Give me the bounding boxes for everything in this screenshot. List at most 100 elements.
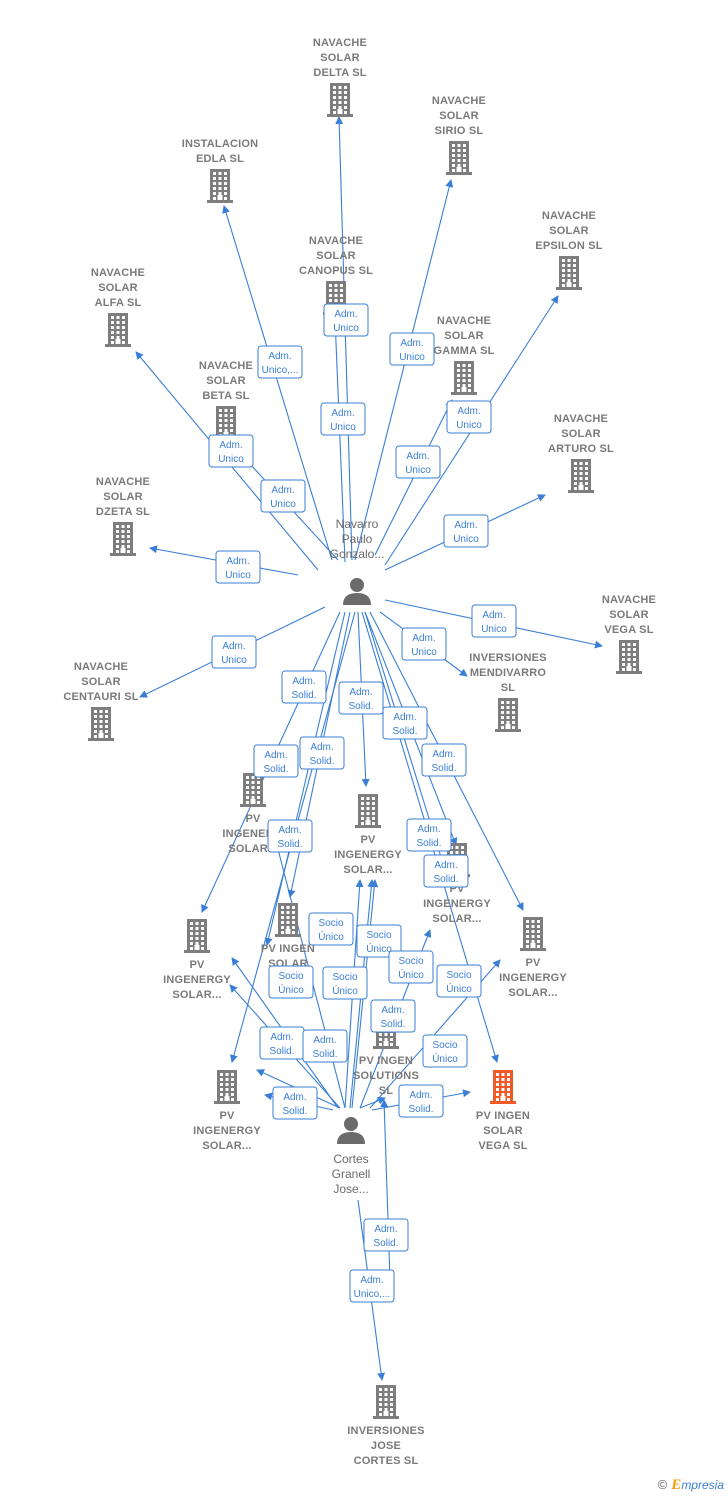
brand-name: mpresia — [681, 1478, 724, 1492]
edge-label-7[interactable]: Adm.Unico — [260, 479, 306, 513]
edge-label-text: Adm. — [334, 309, 357, 320]
edge-label-31[interactable]: Adm.Solid. — [302, 1029, 348, 1063]
edge-label-30[interactable]: Adm.Solid. — [259, 1026, 305, 1060]
company-node-pvi4[interactable]: PVINGENERGYSOLAR... — [163, 919, 231, 1001]
company-label-line: SOLAR — [549, 225, 589, 237]
person-label-line: Granell — [332, 1167, 371, 1181]
edge-label-17[interactable]: Adm.Solid. — [299, 736, 345, 770]
edge-label-9[interactable]: Adm.Unico — [215, 550, 261, 584]
edge-label-text: Unico — [481, 624, 507, 635]
edge-label-4[interactable]: Adm.Unico — [395, 445, 441, 479]
edge-label-21[interactable]: Adm.Solid. — [423, 854, 469, 888]
edge-label-11[interactable]: Adm.Unico — [401, 627, 447, 661]
company-node-pvi1[interactable]: PVINGENERGYSOLAR... — [334, 794, 402, 876]
company-label-line: NAVACHE — [96, 476, 150, 488]
edge-label-34[interactable]: Adm.Solid. — [363, 1218, 409, 1252]
edge-label-text: Único — [278, 983, 304, 996]
edge-label-28[interactable]: Adm.Solid. — [370, 999, 416, 1033]
building-icon — [556, 256, 582, 290]
company-node-pvi5[interactable]: PVINGENERGYSOLAR... — [499, 917, 567, 999]
company-node-inv_jose[interactable]: INVERSIONES JOSE CORTES SL — [347, 1385, 424, 1467]
edge-label-10[interactable]: Adm.Unico — [471, 604, 517, 638]
edge-label-text: Adm. — [271, 485, 294, 496]
person-node-navarro[interactable]: NavarroPauloGonzalo... — [330, 517, 385, 605]
edge-label-text: Solid. — [312, 1049, 337, 1060]
edge-label-35[interactable]: Adm.Unico,... — [349, 1269, 395, 1303]
company-label-line: JOSE — [371, 1440, 401, 1452]
company-label-line: NAVACHE — [91, 267, 145, 279]
edge-label-text: Solid. — [309, 756, 334, 767]
person-label-line: Paulo — [342, 532, 373, 546]
edge-label-text: Adm. — [374, 1224, 397, 1235]
edge-label-0[interactable]: Adm.Unico — [323, 303, 369, 337]
brand-logo-initial: E — [671, 1477, 682, 1493]
edge-label-15[interactable]: Adm.Solid. — [382, 706, 428, 740]
edge-label-16[interactable]: Adm.Solid. — [253, 744, 299, 778]
company-label-line: SOLAR... — [202, 1140, 251, 1152]
edge-label-text: Unico,... — [262, 365, 299, 376]
edge-label-text: Único — [446, 982, 472, 995]
edge-label-12[interactable]: Adm.Unico — [211, 635, 257, 669]
edge-label-33[interactable]: Adm.Solid. — [398, 1084, 444, 1118]
edge-label-1[interactable]: Adm.Unico,... — [257, 345, 303, 379]
edge-label-text: Adm. — [412, 633, 435, 644]
edge-label-32[interactable]: Adm.Solid. — [272, 1086, 318, 1120]
company-label-line: SOLAR... — [228, 843, 277, 855]
edge-label-text: Solid. — [348, 701, 373, 712]
company-label-line: EPSILON SL — [535, 240, 602, 252]
edge-label-text: Único — [398, 968, 424, 981]
edge-label-8[interactable]: Adm.Unico — [443, 514, 489, 548]
edge-label-2[interactable]: Adm.Unico — [320, 402, 366, 436]
edge-label-text: Unico — [221, 655, 247, 666]
building-icon — [88, 707, 114, 741]
edge-label-19[interactable]: Adm.Solid. — [267, 819, 313, 853]
edge-label-5[interactable]: Adm.Unico — [446, 400, 492, 434]
company-label-line: INGENERGY — [499, 972, 567, 984]
edge-label-3[interactable]: Adm.Unico — [389, 332, 435, 366]
edge-label-20[interactable]: Adm.Solid. — [406, 818, 452, 852]
company-label-line: INVERSIONES — [347, 1425, 424, 1437]
edge-label-text: Socio — [332, 972, 357, 983]
company-label-line: SOLAR — [609, 609, 649, 621]
edge-18 — [264, 611, 346, 946]
edge-label-6[interactable]: Adm.Unico — [208, 434, 254, 468]
company-node-pvi6[interactable]: PVINGENERGYSOLAR... — [193, 1070, 261, 1152]
edge-label-text: Solid. — [269, 1046, 294, 1057]
edge-label-text: Unico — [405, 465, 431, 476]
edge-label-13[interactable]: Adm.Solid. — [281, 670, 327, 704]
company-label-line: CANOPUS SL — [299, 265, 373, 277]
edge-0 — [335, 116, 353, 561]
edge-label-14[interactable]: Adm.Solid. — [338, 681, 384, 715]
footer-brand[interactable]: ©Empresia — [658, 1477, 724, 1494]
building-icon — [240, 773, 266, 807]
company-label-line: SOLUTIONS — [353, 1070, 419, 1082]
company-label-line: EDLA SL — [196, 153, 244, 165]
edge-label-text: Solid. — [263, 764, 288, 775]
person-node-cortes[interactable]: CortesGranellJose... — [332, 1117, 371, 1196]
person-icon — [343, 578, 371, 605]
company-label-line: NAVACHE — [313, 37, 367, 49]
edge-label-18[interactable]: Adm.Solid. — [421, 743, 467, 777]
company-label-line: CORTES SL — [354, 1455, 419, 1467]
